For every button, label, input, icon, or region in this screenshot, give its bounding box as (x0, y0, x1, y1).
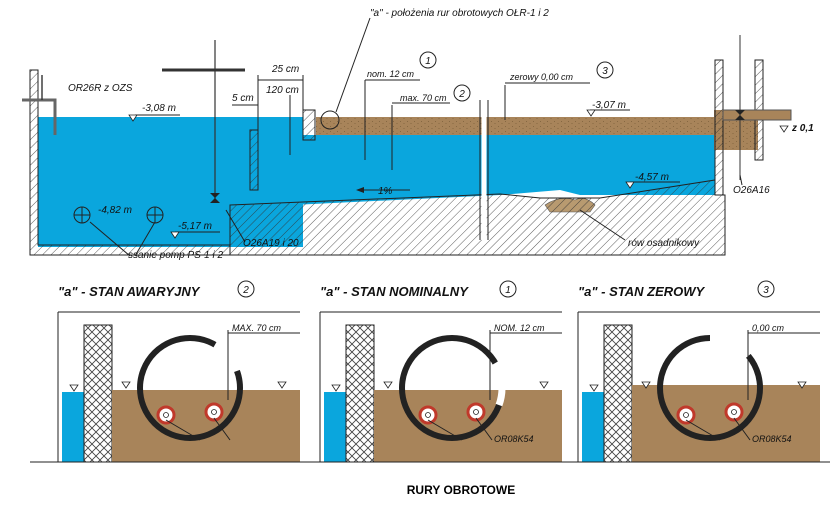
panel-number-circle (757, 280, 775, 298)
tank-wall-right (714, 59, 724, 196)
label-or26r: OR26R z OZS (68, 83, 133, 94)
panel-dim: MAX. 70 cm (232, 323, 282, 333)
label-level-517: -5,17 m (178, 221, 212, 232)
outlet-valve-icon (735, 110, 745, 120)
panel-title: "a" - STAN NOMINALNY (320, 284, 469, 299)
label-max: max. 70 cm (400, 93, 447, 103)
label-suction: ssanie pomp PS-1 i 2 (128, 250, 223, 261)
panel-number: 2 (242, 285, 249, 296)
label-nom: nom. 12 cm (367, 69, 415, 79)
panel-2: "a" - STAN ZEROWY 3 0,00 cm OR08K54 (577, 280, 820, 463)
panel-number-circle (499, 280, 517, 298)
label-o26a19: O26A19 i 20 (243, 238, 299, 249)
label-pipe-positions: "a" - położenia rur obrotowych OŁR-1 i 2 (370, 8, 549, 19)
panel-number: 1 (505, 285, 511, 296)
water-main (303, 135, 715, 180)
panel-dim: 0,00 cm (752, 323, 785, 333)
panel-code: OR08K54 (752, 434, 792, 444)
level-marker (779, 125, 789, 133)
level-marker (170, 231, 180, 239)
label-slope: 1% (378, 186, 393, 197)
pipe-slot (709, 334, 751, 359)
level-marker (625, 181, 635, 189)
level-marker (797, 381, 807, 389)
inlet-pipe (22, 98, 57, 135)
panel-wall (603, 324, 633, 463)
label-5cm: 5 cm (232, 93, 254, 104)
panel-wall (83, 324, 113, 463)
pipe-slot (213, 341, 241, 373)
level-marker (331, 384, 341, 392)
tank-section: 1 2 3 "a" - położenia rur obrotowych OŁR… (22, 8, 814, 261)
panel-wall (345, 324, 375, 463)
label-25cm: 25 cm (271, 64, 299, 75)
sludge-layer (316, 117, 714, 135)
level-marker (121, 381, 131, 389)
label-level-482: -4,82 m (98, 205, 132, 216)
marker-num-2: 2 (458, 89, 465, 100)
level-marker (277, 381, 287, 389)
label-level-307: -3,07 m (592, 100, 626, 111)
marker-circle-3 (596, 61, 614, 79)
level-marker (69, 384, 79, 392)
panel-water (324, 392, 346, 462)
panel-water (582, 392, 604, 462)
valve-icon (210, 193, 220, 203)
outlet-pipe (722, 109, 792, 121)
label-z01: z 0,1 (791, 123, 814, 134)
panel-title: "a" - STAN ZEROWY (578, 284, 706, 299)
level-marker (641, 381, 651, 389)
panel-dim: NOM. 12 cm (494, 323, 545, 333)
label-120cm: 120 cm (266, 85, 299, 96)
marker-circle-1 (419, 51, 437, 69)
baffle (249, 129, 259, 191)
label-sediment-ditch: rów osadnikowy (628, 238, 700, 249)
marker-circle-2 (453, 84, 471, 102)
marker-num-3: 3 (602, 66, 608, 77)
panel-title: "a" - STAN AWARYJNY (58, 284, 201, 299)
rotary-pipe (137, 335, 243, 441)
water-lower (230, 180, 715, 247)
marker-num-1: 1 (425, 56, 431, 67)
label-level-457: -4,57 m (635, 172, 669, 183)
level-marker (539, 381, 549, 389)
panel-number-circle (237, 280, 255, 298)
level-marker (586, 109, 596, 117)
weir-wall (302, 109, 316, 141)
pipe-a-marker (320, 110, 340, 130)
panel-water (62, 392, 84, 462)
caption: RURY OBROTOWE (407, 483, 515, 497)
label-zero: zerowy 0,00 cm (509, 72, 574, 82)
label-level-308: -3,08 m (142, 103, 176, 114)
level-marker (128, 114, 138, 122)
pipe-slot (492, 361, 506, 407)
label-o26a16: O26A16 (733, 185, 770, 196)
panel-number: 3 (763, 285, 769, 296)
panel-code: OR08K54 (494, 434, 534, 444)
level-marker (589, 384, 599, 392)
level-marker (383, 381, 393, 389)
